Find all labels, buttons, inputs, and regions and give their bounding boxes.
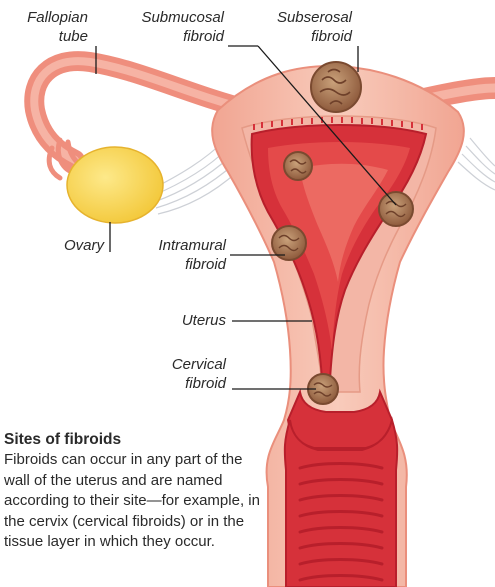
label-cervical-fibroid: Cervical fibroid (150, 355, 226, 393)
caption: Sites of fibroids Fibroids can occur in … (4, 430, 266, 553)
broad-ligament-right (458, 138, 495, 190)
fibroid-submucosal-upper (284, 152, 312, 180)
fibroid-submucosal (379, 192, 413, 226)
ovary (67, 147, 163, 223)
label-uterus: Uterus (164, 311, 226, 330)
label-subserosal-fibroid: Subserosal fibroid (268, 8, 352, 46)
fibroid-subserosal (311, 62, 361, 112)
label-intramural-fibroid: Intramural fibroid (134, 236, 226, 274)
label-fallopian-tube: Fallopian tube (14, 8, 88, 46)
label-ovary: Ovary (50, 236, 104, 255)
label-submucosal-fibroid: Submucosal fibroid (124, 8, 224, 46)
caption-title: Sites of fibroids (4, 430, 266, 450)
caption-body: Fibroids can occur in any part of the wa… (4, 450, 266, 553)
